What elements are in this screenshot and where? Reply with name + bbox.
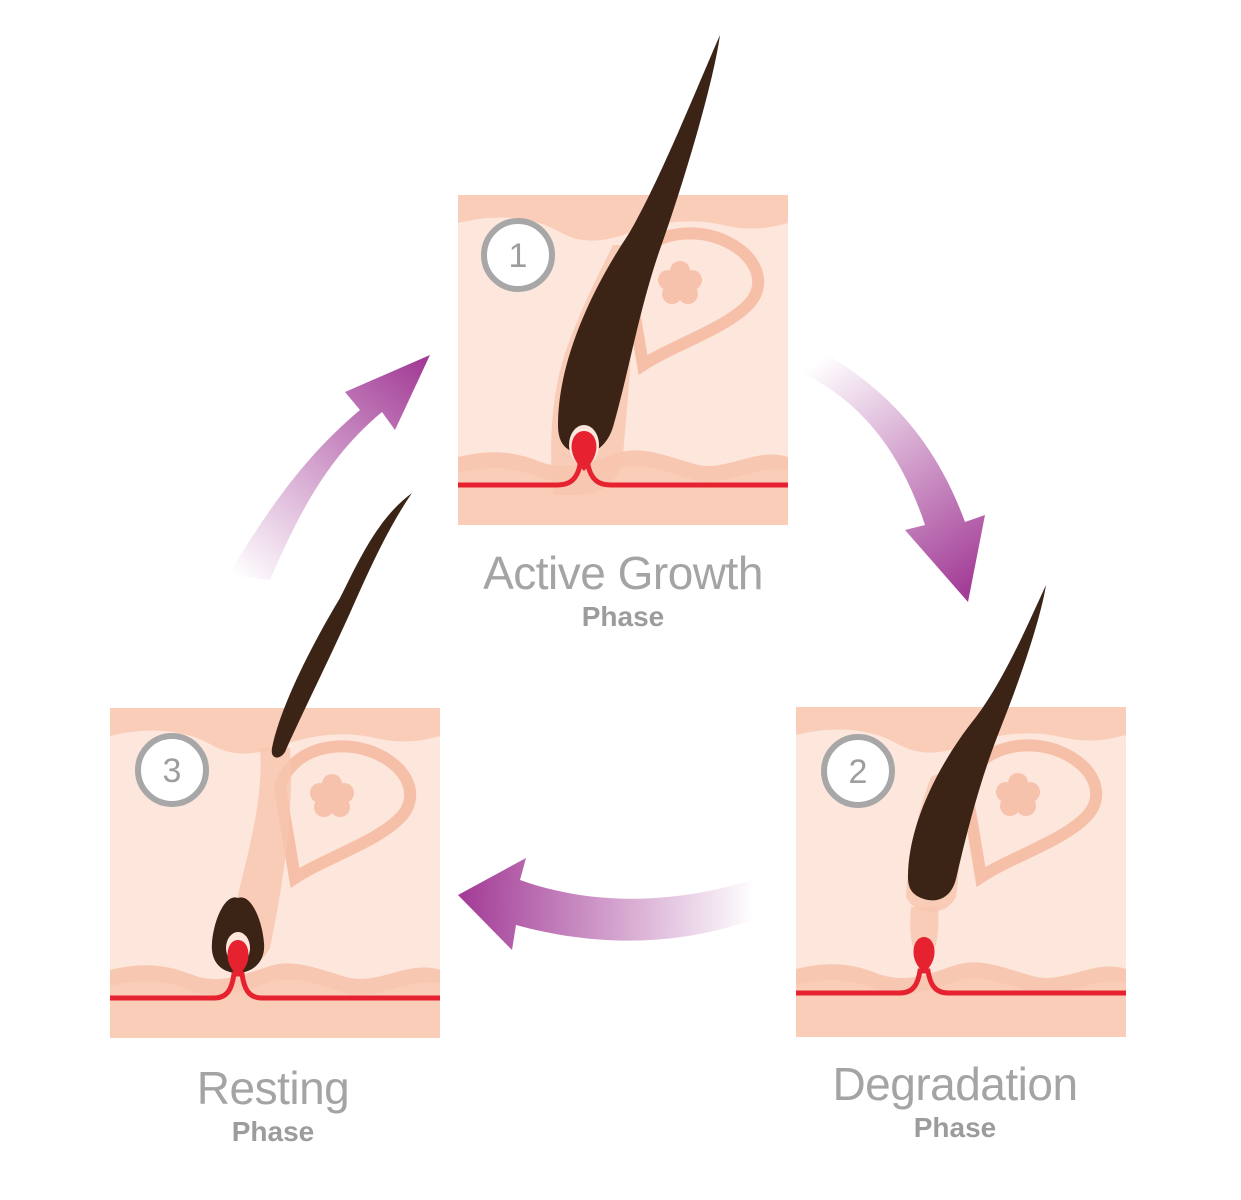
hair-shaft [271,493,412,758]
phase-2-title: Degradation [832,1058,1078,1110]
hair-shaft [908,585,1046,901]
phase-1-title: Active Growth [483,547,763,599]
phase-1-subtitle: Phase [581,601,665,632]
phase-2-subtitle: Phase [913,1112,997,1143]
phase-3-badge [135,733,209,807]
phase-1-caption: Active Growth Phase [438,546,808,634]
arrow-active-to-degradation [800,345,985,602]
phase-2-badge [821,734,895,808]
phase-2-panel: 2 [796,585,1126,1037]
phase-3-title: Resting [196,1062,350,1114]
arrow-resting-to-active [228,355,430,580]
phase-1-panel: 1 [458,35,788,525]
blood-vessel [458,462,788,488]
phase-2-caption: Degradation Phase [770,1057,1140,1145]
blood-vessel [796,968,1126,996]
phase-1-badge [481,218,555,292]
phase-2-number: 2 [849,753,868,791]
hair-shaft [558,35,720,455]
phase-1-number: 1 [509,237,528,275]
phase-3-caption: Resting Phase [88,1061,458,1149]
arrow-degradation-to-resting [458,858,752,950]
phase-3-number: 3 [163,752,182,790]
phase-3-panel: 3 [110,493,440,1038]
phase-3-subtitle: Phase [231,1116,315,1147]
blood-vessel [110,971,440,1001]
